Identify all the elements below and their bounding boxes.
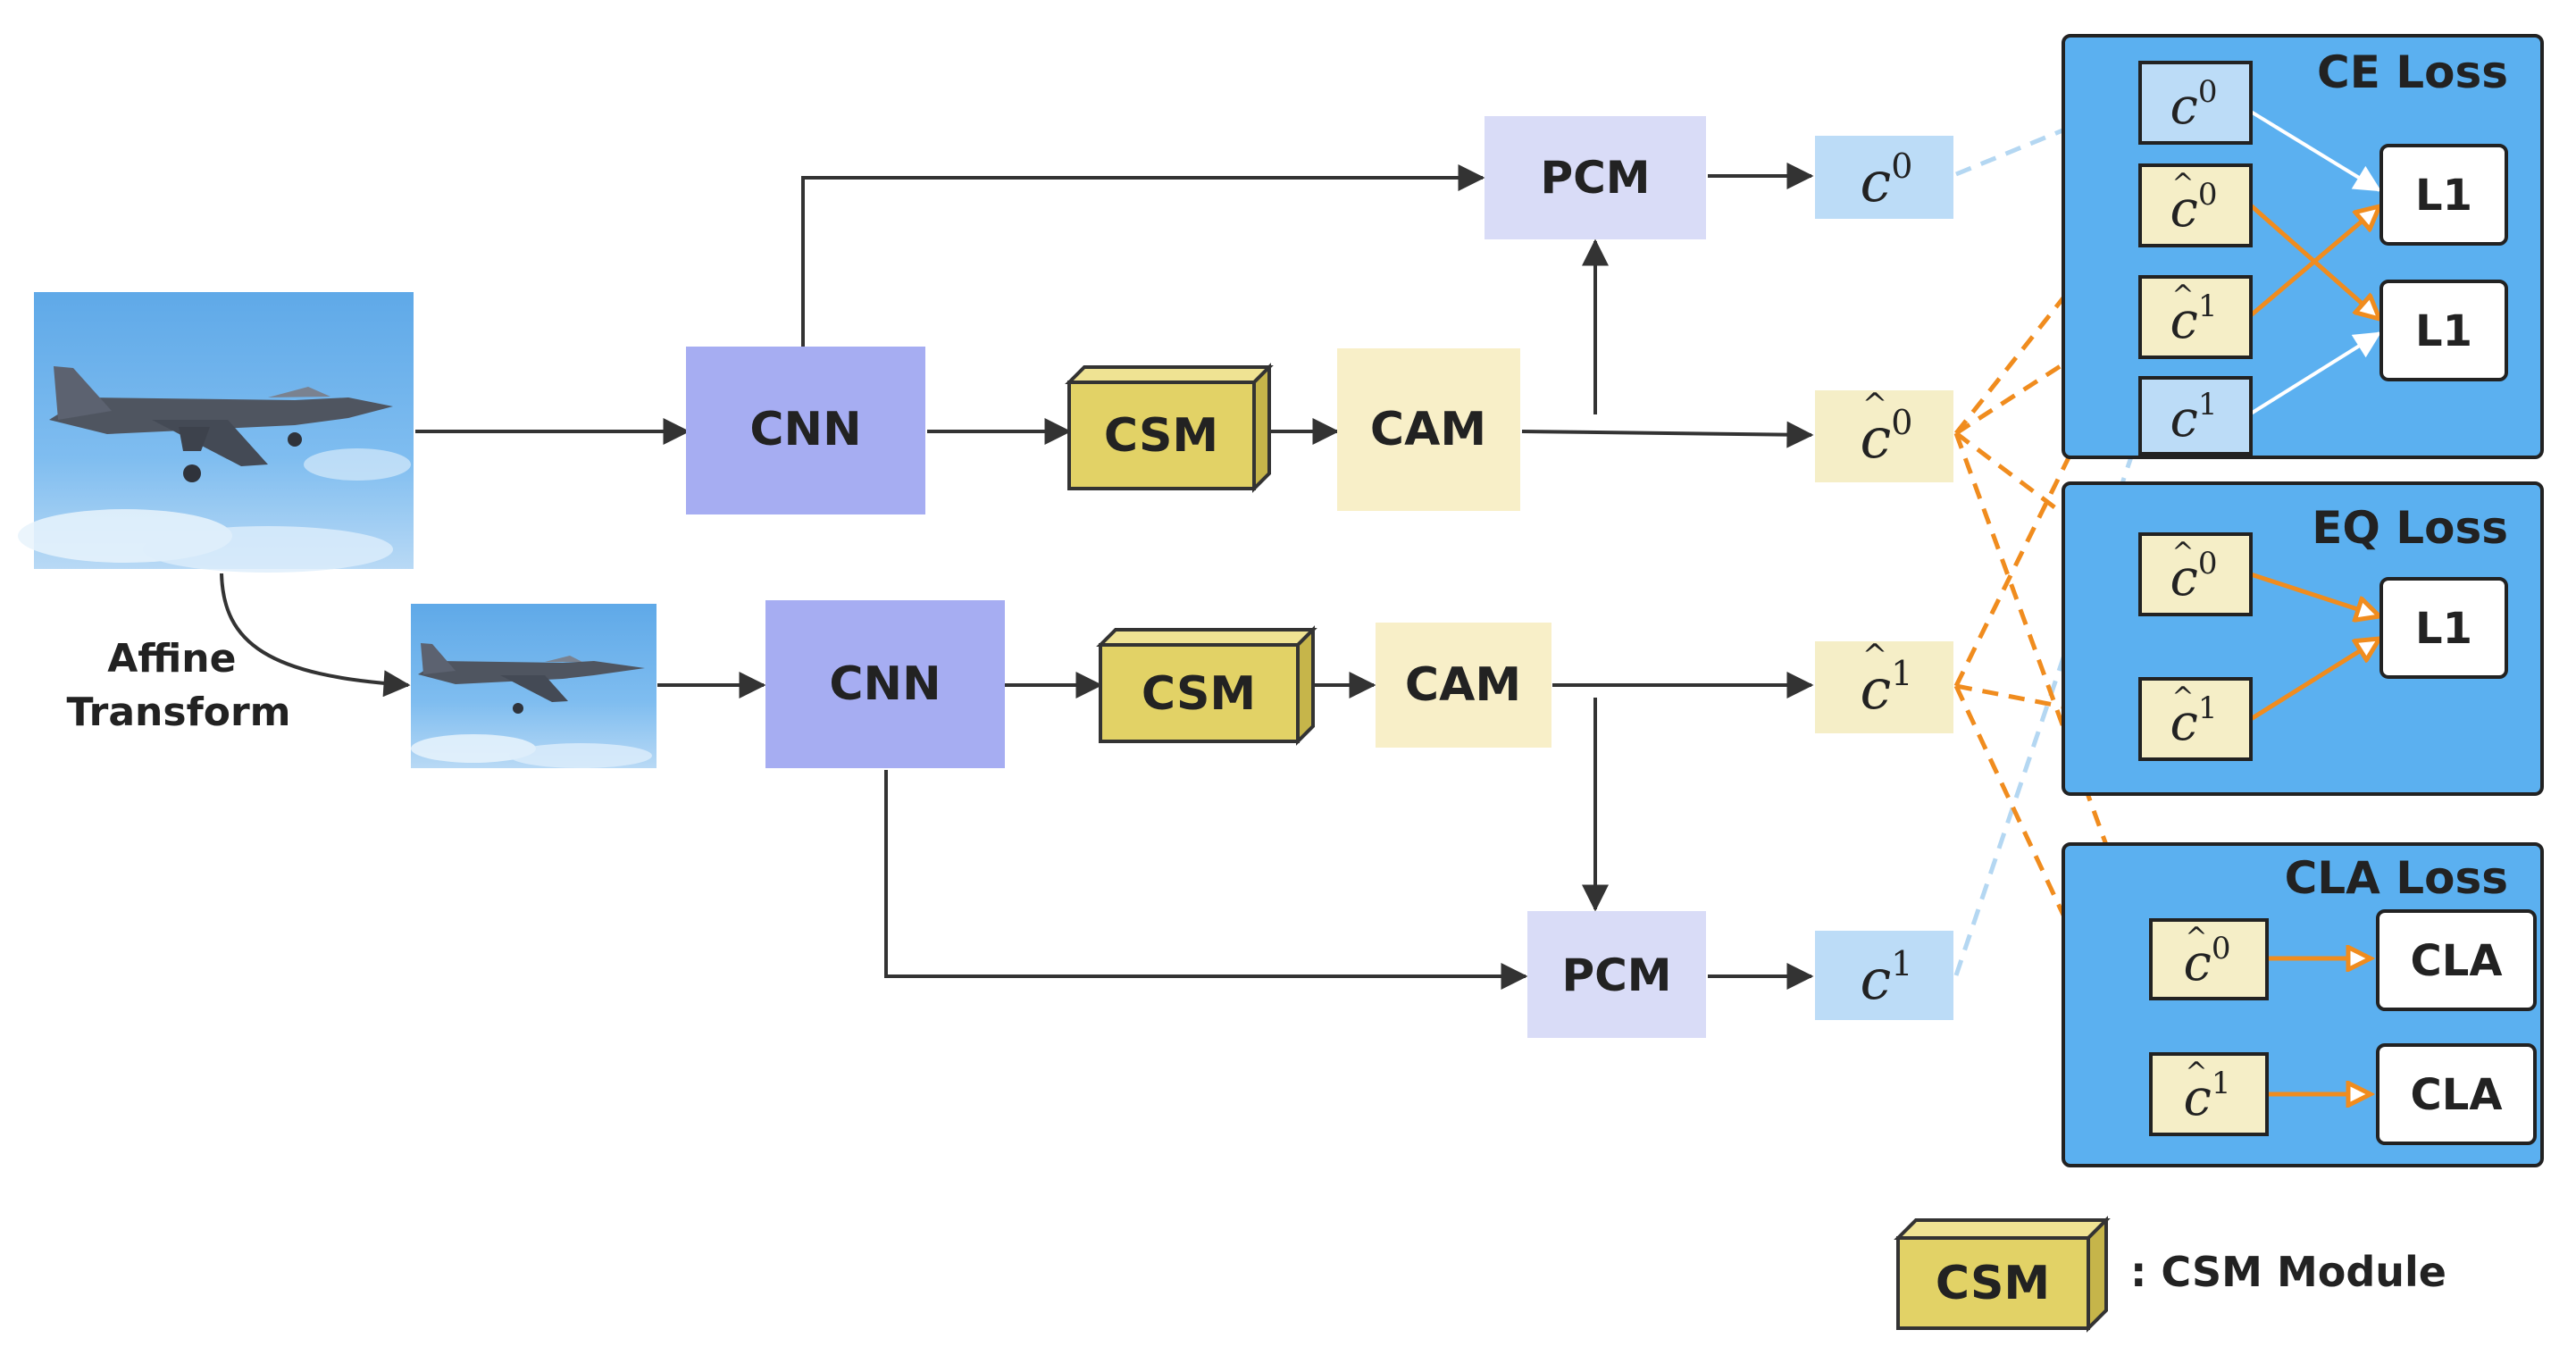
csm-bottom: CSM (1096, 625, 1317, 746)
dash-chat1-to-eq1 (1955, 683, 2137, 724)
ce-input-c0: c0 (2138, 61, 2253, 145)
cla-loss-panel: CLA Loss c0 ^ c1 ^ CLA CLA (2062, 842, 2544, 1167)
ce-arrow-c0 (2249, 110, 2382, 192)
svg-text:^: ^ (2171, 168, 2194, 199)
output-chat1: c1 ^ (1815, 638, 1953, 733)
svg-text:^: ^ (2171, 537, 2194, 568)
dash-chat1-to-ce1 (1953, 318, 2139, 688)
cla-input-chat1: c1 ^ (2149, 1052, 2269, 1136)
svg-text:CLA Loss: CLA Loss (2285, 852, 2508, 904)
svg-text:c1: c1 (2183, 1066, 2230, 1127)
cnn-bottom: CNN (765, 600, 1005, 768)
edge-cnn-top-to-pcm-top (801, 164, 1485, 347)
ce-input-chat1: c1 ^ (2138, 275, 2253, 359)
eq-input-chat0: c0 ^ (2138, 532, 2253, 616)
ce-arrow-c1 (2249, 331, 2382, 415)
svg-text:^: ^ (1862, 638, 1888, 673)
ce-arrow-chat1 (2249, 206, 2379, 317)
cla-input-chat0: c0 ^ (2149, 918, 2269, 1000)
edge-affine-transform (220, 573, 411, 698)
svg-text:CNN: CNN (749, 403, 861, 456)
ce-input-c1: c1 (2138, 376, 2253, 456)
affine-label: Affine Transform (66, 636, 290, 735)
svg-text:^: ^ (2185, 1057, 2207, 1088)
svg-text:CLA: CLA (2411, 1070, 2503, 1120)
svg-text:^: ^ (2171, 682, 2194, 713)
svg-text:c1: c1 (2170, 387, 2217, 448)
svg-text:c0: c0 (2170, 74, 2217, 136)
legend-text: : CSM Module (2130, 1248, 2446, 1296)
svg-text:^: ^ (2171, 280, 2194, 311)
svg-text:L1: L1 (2415, 171, 2472, 221)
svg-text:CE Loss: CE Loss (2317, 46, 2508, 98)
legend: CSM : CSM Module (1894, 1216, 2446, 1333)
cam-top: CAM (1337, 348, 1520, 511)
input-image-transformed (411, 604, 657, 768)
eq-arrow-chat1 (2249, 639, 2379, 722)
eq-op: L1 (2379, 577, 2508, 679)
svg-text:CSM: CSM (1936, 1257, 2050, 1310)
output-c0: c0 (1815, 136, 1953, 219)
svg-text:CAM: CAM (1370, 403, 1486, 456)
ce-input-chat0: c0 ^ (2138, 163, 2253, 247)
ce-loss-panel: CE Loss c0 c0 ^ c1 ^ c1 L1 (2062, 34, 2544, 459)
ce-op-top: L1 (2379, 144, 2508, 246)
output-c1: c1 (1815, 931, 1953, 1020)
svg-text:CSM: CSM (1104, 409, 1218, 463)
pcm-top: PCM (1485, 116, 1706, 239)
connectors (220, 163, 1814, 990)
svg-text:CNN: CNN (829, 657, 941, 711)
cla-op-bottom: CLA (2376, 1043, 2537, 1145)
cnn-top: CNN (686, 347, 925, 514)
dash-chat0-to-ce1 (1954, 314, 2138, 436)
svg-text:^: ^ (2185, 922, 2207, 953)
svg-text:CLA: CLA (2411, 936, 2503, 986)
edge-cnn-bottom-to-pcm-bottom (884, 770, 1528, 990)
svg-text:PCM: PCM (1540, 152, 1650, 204)
svg-text:c1: c1 (1861, 654, 1913, 722)
svg-text:c1: c1 (2170, 690, 2217, 752)
svg-text:c0: c0 (1861, 403, 1913, 471)
svg-text:L1: L1 (2415, 306, 2472, 356)
svg-text:c0: c0 (2170, 177, 2217, 238)
output-chat0: c0 ^ (1815, 387, 1953, 482)
svg-text:^: ^ (1862, 387, 1888, 422)
input-image-original (18, 292, 414, 573)
svg-text:EQ Loss: EQ Loss (2312, 502, 2508, 554)
legend-csm-box: CSM (1894, 1216, 2111, 1333)
pcm-bottom: PCM (1527, 911, 1706, 1038)
svg-text:c0: c0 (1861, 146, 1913, 214)
cam-bottom: CAM (1376, 623, 1551, 748)
svg-text:PCM: PCM (1561, 949, 1671, 1001)
svg-text:L1: L1 (2415, 604, 2472, 654)
svg-text:c1: c1 (2170, 289, 2217, 350)
eq-loss-panel: EQ Loss c0 ^ c1 ^ L1 (2062, 481, 2544, 796)
eq-input-chat1: c1 ^ (2138, 677, 2253, 761)
svg-text:CSM: CSM (1142, 667, 1256, 721)
jet-icon (418, 643, 645, 714)
svg-text:c1: c1 (1861, 944, 1913, 1012)
svg-text:CAM: CAM (1405, 658, 1521, 712)
cla-op-top: CLA (2376, 909, 2537, 1011)
edge-cam-to-chat0 (1521, 421, 1814, 448)
eq-arrow-chat0 (2250, 572, 2379, 616)
ce-op-bottom: L1 (2379, 280, 2508, 381)
svg-text:c0: c0 (2183, 931, 2230, 992)
jet-icon (49, 366, 393, 482)
svg-text:c0: c0 (2170, 546, 2217, 607)
csm-top: CSM (1065, 363, 1274, 493)
